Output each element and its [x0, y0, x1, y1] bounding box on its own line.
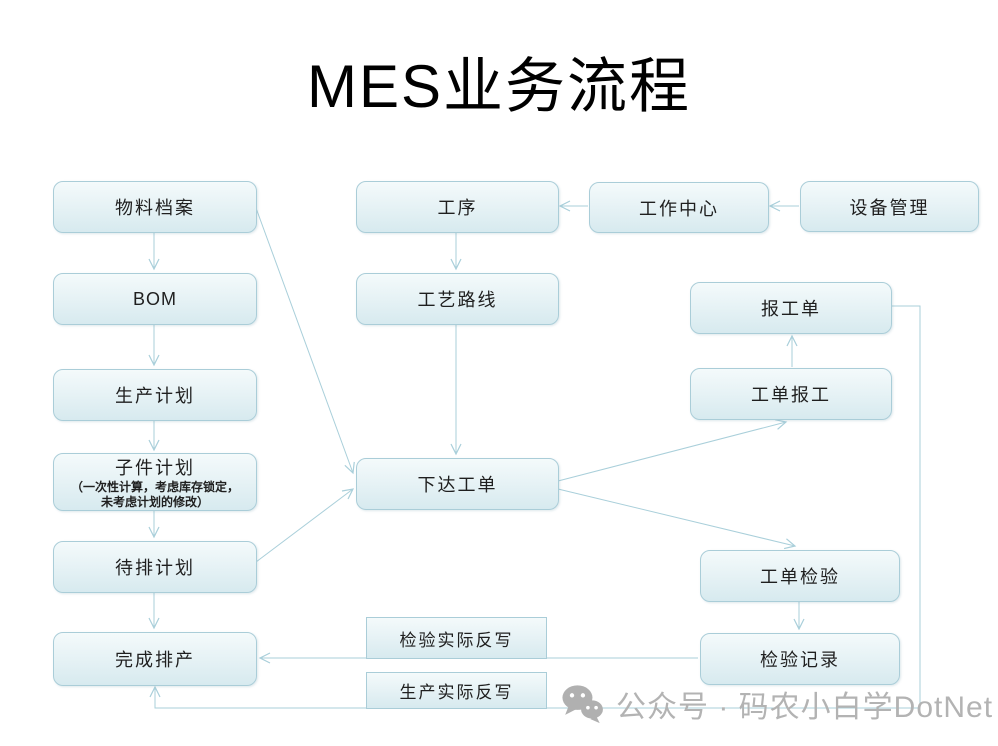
- node-note-line2: 未考虑计划的修改）: [100, 495, 209, 509]
- node-note-line1: （一次性计算，考虑库存锁定，: [70, 480, 239, 494]
- node-work-report-sheet: 报工单: [690, 282, 892, 334]
- node-label: 生产计划: [115, 386, 195, 406]
- node-work-order-report: 工单报工: [690, 368, 892, 420]
- node-label: 设备管理: [849, 197, 930, 218]
- node-production-plan: 生产计划: [53, 369, 257, 421]
- node-label: 工单报工: [751, 385, 831, 405]
- node-label: 报工单: [761, 299, 821, 319]
- node-label: 工作中心: [639, 198, 719, 219]
- node-subitem-plan: 子件计划 （一次性计算，考虑库存锁定， 未考虑计划的修改）: [53, 453, 257, 511]
- node-process-route: 工艺路线: [356, 273, 559, 325]
- node-label: 工单检验: [760, 567, 840, 587]
- connector-report-sheet-to-complete-scheduling: [149, 305, 921, 709]
- watermark-text: 公众号 · 码农小白学DotNet: [616, 691, 994, 724]
- node-production-actual-writeback: 生产实际反写: [366, 672, 547, 709]
- node-label: 工序: [437, 198, 478, 218]
- connector-pending-plan-to-release-order: [255, 488, 355, 563]
- node-equipment-mgmt: 设备管理: [800, 181, 979, 232]
- node-label: 子件计划: [115, 458, 195, 478]
- node-label: 物料档案: [115, 198, 195, 218]
- node-bom: BOM: [53, 273, 257, 325]
- connector-material-to-release-order: [255, 207, 355, 475]
- page-title: MES业务流程: [306, 53, 692, 120]
- node-work-order-inspection: 工单检验: [700, 550, 900, 602]
- watermark: 公众号 · 码农小白学DotNet: [560, 682, 993, 726]
- connector-release-order-to-order-inspection: [557, 488, 797, 550]
- node-work-center: 工作中心: [589, 182, 769, 233]
- node-complete-scheduling: 完成排产: [53, 632, 257, 686]
- node-label: 完成排产: [115, 650, 195, 670]
- node-label: 工艺路线: [417, 290, 498, 310]
- node-material-archive: 物料档案: [53, 181, 257, 233]
- node-label: BOM: [132, 288, 177, 309]
- node-label: 检验记录: [760, 650, 840, 670]
- node-pending-plan: 待排计划: [53, 541, 257, 593]
- node-inspection-actual-writeback: 检验实际反写: [366, 617, 547, 659]
- wechat-icon: [560, 684, 604, 724]
- node-label: 待排计划: [115, 558, 195, 578]
- node-inspection-record: 检验记录: [700, 633, 900, 685]
- node-label: 检验实际反写: [399, 630, 514, 650]
- node-label: 生产实际反写: [399, 683, 514, 702]
- node-operation: 工序: [356, 181, 559, 233]
- connector-release-order-to-order-report: [557, 419, 788, 482]
- node-label: 下达工单: [417, 475, 498, 495]
- node-release-work-order: 下达工单: [356, 458, 559, 510]
